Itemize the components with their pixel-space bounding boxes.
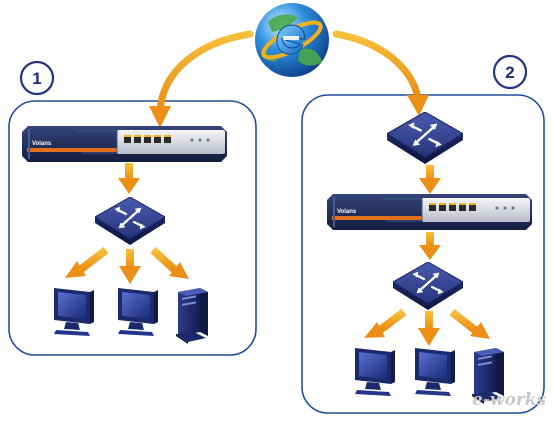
globe-icon bbox=[255, 3, 329, 77]
arrow-icon bbox=[119, 249, 141, 284]
arrow-icon bbox=[118, 163, 140, 194]
arrow-icon bbox=[419, 165, 441, 194]
watermark-text: e-works bbox=[472, 390, 547, 410]
router-brand-label: Volans bbox=[32, 141, 52, 147]
arrow-icon bbox=[149, 30, 254, 128]
panel-2-router: Volans bbox=[327, 194, 532, 230]
router-brand-label: Volans bbox=[337, 209, 357, 215]
arrow-icon bbox=[449, 308, 490, 339]
arrow-icon bbox=[150, 247, 189, 279]
arrow-icon bbox=[364, 308, 407, 338]
browser-e-logo bbox=[261, 20, 323, 60]
panel-1-number-badge: 1 bbox=[19, 60, 55, 96]
arrow-icon bbox=[332, 30, 429, 116]
arrow-icon bbox=[419, 232, 441, 260]
watermark: e-works bbox=[472, 390, 547, 410]
arrow-icon bbox=[65, 246, 109, 278]
panel-2-number: 2 bbox=[505, 63, 514, 82]
panel-1-number: 1 bbox=[32, 69, 41, 88]
arrow-icon bbox=[418, 311, 440, 346]
panel-2-number-badge: 2 bbox=[492, 54, 528, 90]
panel-1-router: Volans bbox=[22, 126, 227, 162]
